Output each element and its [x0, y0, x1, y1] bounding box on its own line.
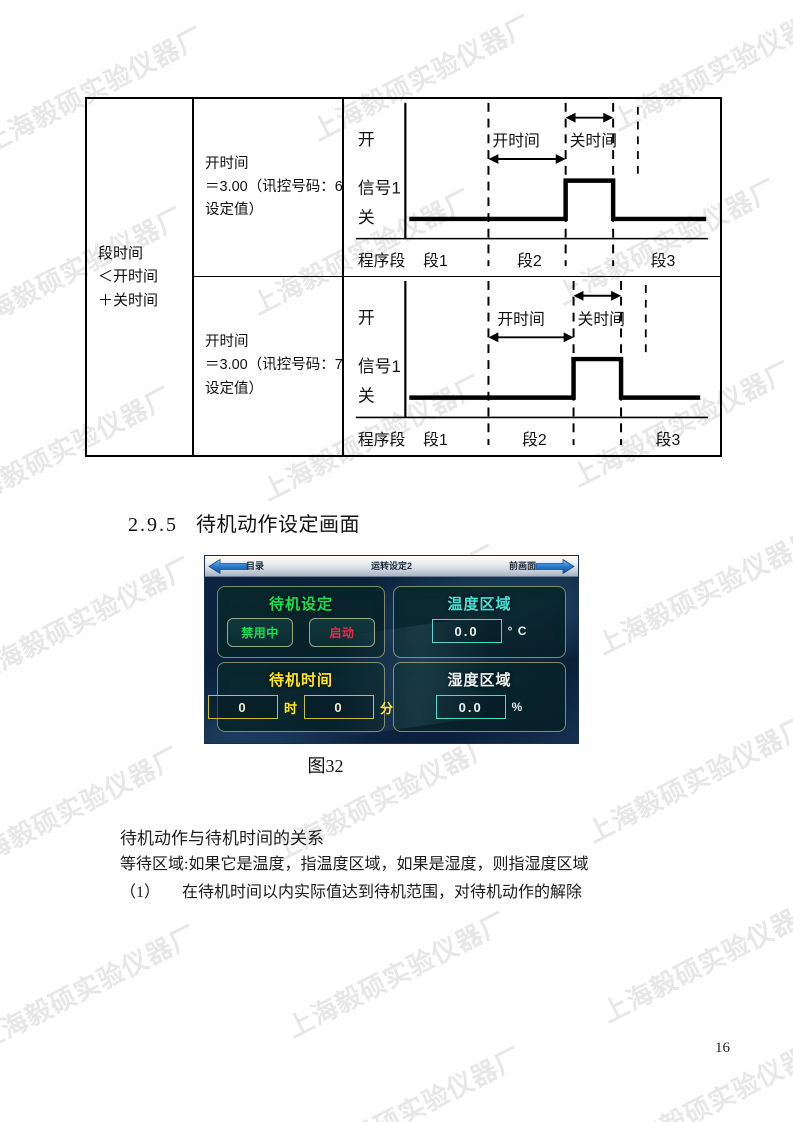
svg-text:段1: 段1 — [423, 252, 448, 270]
condition-line-3: ＋关时间 — [98, 291, 159, 309]
svg-text:程序段: 程序段 — [358, 431, 406, 449]
svg-text:段3: 段3 — [651, 252, 676, 270]
signal-timing-diagram: 开 信号1 关 开时间 关时间 程序 — [344, 277, 720, 455]
panel-title-humidity-zone: 湿度区域 — [447, 672, 512, 689]
arrow-left-icon[interactable] — [208, 558, 248, 575]
svg-text:关时间: 关时间 — [578, 310, 625, 328]
timing-condition-table: 段时间 ＜开时间 ＋关时间 开时间 ＝3.00（讯控号码：6 设定值） — [85, 97, 722, 457]
arrow-right-icon[interactable] — [535, 558, 575, 575]
table-params-cell: 开时间 ＝3.00（讯控号码：6 设定值） — [194, 99, 344, 276]
table-condition-cell: 段时间 ＜开时间 ＋关时间 — [87, 99, 194, 455]
panel-title-standby-setting: 待机设定 — [268, 596, 333, 613]
previous-screen-label[interactable]: 前画面 — [508, 561, 536, 571]
body-paragraph-1: 待机动作与待机时间的关系 — [120, 829, 324, 848]
temperature-unit-label: ° C — [507, 624, 528, 638]
panel-standby-time: 待机时间 0 时 0 分 — [207, 662, 393, 732]
table-params-cell: 开时间 ＝3.00（讯控号码：7 设定值） — [194, 277, 344, 455]
param-line-3: 设定值） — [205, 202, 263, 219]
param-line-3: 设定值） — [205, 380, 263, 397]
table-diagram-cell: 开 信号1 关 — [344, 99, 720, 276]
device-screen-body: 待机设定 禁用中 启动 温度区域 0.0 ° C 待机时间 — [205, 577, 578, 743]
svg-text:关: 关 — [358, 208, 375, 227]
body-text: 待机动作与待机时间的关系 等待区域:如果它是温度，指温度区域，如果是湿度，则指湿… — [120, 826, 740, 905]
menu-label[interactable]: 目录 — [246, 561, 265, 571]
signal-timing-diagram: 开 信号1 关 — [344, 99, 720, 276]
page-number: 16 — [715, 1040, 730, 1056]
standby-minutes-input[interactable]: 0 — [304, 695, 374, 719]
timing-diagram-svg: 开 信号1 关 — [355, 102, 709, 270]
humidity-zone-input[interactable]: 0.0 — [435, 695, 506, 719]
panel-standby-setting: 待机设定 禁用中 启动 — [217, 586, 385, 658]
table-row: 开时间 ＝3.00（讯控号码：6 设定值） — [194, 99, 720, 277]
body-paragraph-3: （1） 在待机时间以内实际值达到待机范围，对待机动作的解除 — [120, 881, 740, 905]
standby-hours-input[interactable]: 0 — [207, 695, 278, 719]
panel-humidity-zone: 湿度区域 0.0 % — [393, 662, 566, 732]
condition-line-1: 段时间 — [98, 245, 144, 263]
standby-disabled-button[interactable]: 禁用中 — [227, 618, 293, 647]
panel-temperature-zone: 温度区域 0.0 ° C — [393, 586, 566, 658]
temperature-zone-input[interactable]: 0.0 — [431, 619, 502, 643]
svg-text:信号1: 信号1 — [358, 357, 401, 376]
section-title: 待机动作设定画面 — [196, 514, 360, 536]
minutes-unit-label: 分 — [380, 700, 395, 716]
svg-text:程序段: 程序段 — [358, 252, 406, 270]
figure-caption: 图32 — [307, 756, 344, 776]
condition-line-2: ＜开时间 — [98, 268, 159, 286]
timing-diagram-svg: 开 信号1 关 开时间 关时间 程序 — [355, 280, 709, 449]
screen-title: 运转设定2 — [370, 561, 412, 571]
svg-text:关时间: 关时间 — [570, 132, 617, 150]
svg-text:开时间: 开时间 — [492, 132, 539, 150]
svg-text:段2: 段2 — [517, 252, 542, 270]
param-line-1: 开时间 — [205, 155, 249, 172]
humidity-unit-label: % — [511, 700, 524, 714]
list-item-text: 在待机时间以内实际值达到待机范围，对待机动作的解除 — [182, 883, 583, 901]
param-line-2: ＝3.00（讯控号码：7 — [205, 357, 343, 374]
table-diagram-cell: 开 信号1 关 开时间 关时间 程序 — [344, 277, 720, 455]
device-screenshot: 目录 运转设定2 前画面 待机设定 — [205, 556, 578, 743]
section-number: 2.9.5 — [128, 514, 178, 536]
body-paragraph-2: 等待区域:如果它是温度，指温度区域，如果是湿度，则指湿度区域 — [120, 855, 589, 873]
standby-start-button[interactable]: 启动 — [309, 618, 375, 647]
section-heading: 2.9.5 待机动作设定画面 — [128, 508, 360, 537]
panel-title-temperature-zone: 温度区域 — [447, 596, 512, 613]
svg-text:开: 开 — [358, 308, 375, 327]
svg-text:开: 开 — [358, 130, 375, 149]
svg-text:段3: 段3 — [656, 431, 681, 449]
panel-title-standby-time: 待机时间 — [268, 672, 333, 689]
figure-caption-wrap: 图32 — [0, 752, 793, 778]
svg-text:段2: 段2 — [522, 431, 547, 449]
param-line-1: 开时间 — [205, 334, 249, 351]
svg-text:段1: 段1 — [423, 431, 448, 449]
device-title-bar: 目录 运转设定2 前画面 — [205, 556, 578, 577]
svg-text:信号1: 信号1 — [358, 178, 401, 197]
table-row: 开时间 ＝3.00（讯控号码：7 设定值） — [194, 277, 720, 455]
param-line-2: ＝3.00（讯控号码：6 — [205, 178, 343, 195]
svg-text:关: 关 — [358, 387, 375, 406]
list-index: （1） — [120, 883, 161, 901]
svg-text:开时间: 开时间 — [497, 310, 544, 328]
hours-unit-label: 时 — [283, 700, 298, 716]
